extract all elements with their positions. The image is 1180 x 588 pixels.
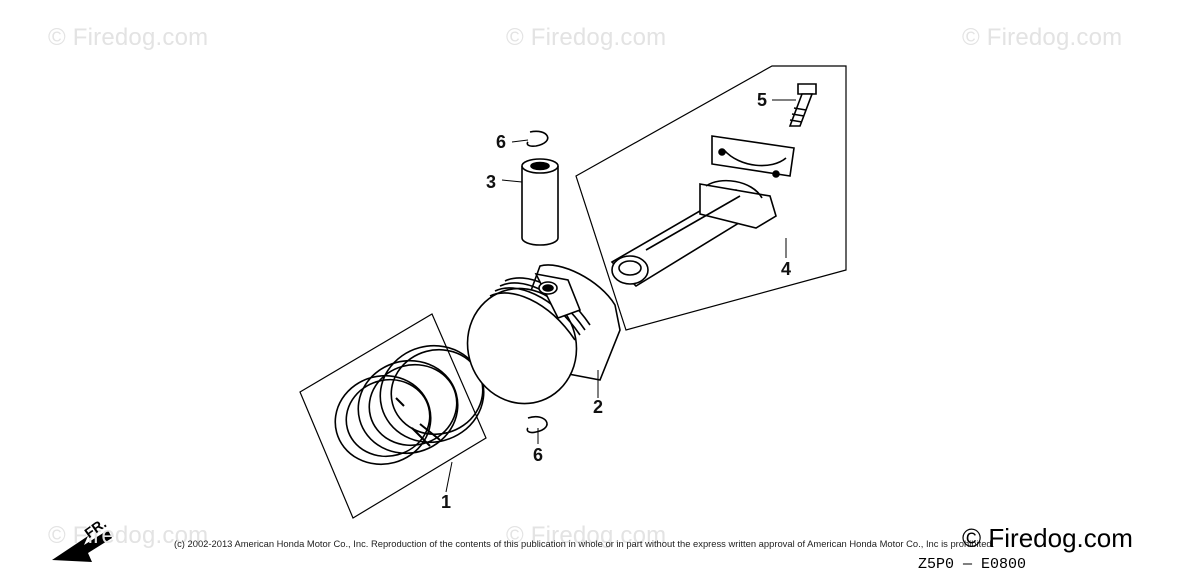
connecting-rod-frame [575,65,847,331]
callout-piston: 2 [593,397,604,417]
piston[interactable] [451,264,621,419]
piston-ring-frame [299,313,487,519]
piston-rings[interactable] [325,334,494,475]
rod-bolt[interactable] [788,83,817,127]
pin-clip-top[interactable] [526,130,549,147]
brand-watermark: © Firedog.com [962,523,1133,553]
connecting-rod[interactable] [610,179,777,288]
watermark: © Firedog.com [48,522,209,549]
watermark: © Firedog.com [962,24,1123,51]
watermark: © Firedog.com [506,24,667,51]
front-arrow-icon [52,530,112,562]
watermark: © Firedog.com [48,24,209,51]
piston-pin[interactable] [521,158,559,246]
copyright-notice: (c) 2002-2013 American Honda Motor Co., … [174,538,995,549]
diagram-code: Z5P0 — E0800 [918,556,1027,573]
callout-piston-pin: 3 [486,172,497,192]
rod-cap[interactable] [711,135,795,178]
watermark: © Firedog.com [506,522,667,549]
leader-lines [445,99,796,493]
callout-connecting-rod: 4 [781,259,792,279]
callout-pin-clip-bottom: 6 [533,445,544,465]
callout-piston-rings: 1 [441,492,452,512]
callout-rod-bolt: 5 [757,90,768,110]
callout-pin-clip-top: 6 [496,132,507,152]
pin-clip-bottom[interactable] [526,415,548,434]
